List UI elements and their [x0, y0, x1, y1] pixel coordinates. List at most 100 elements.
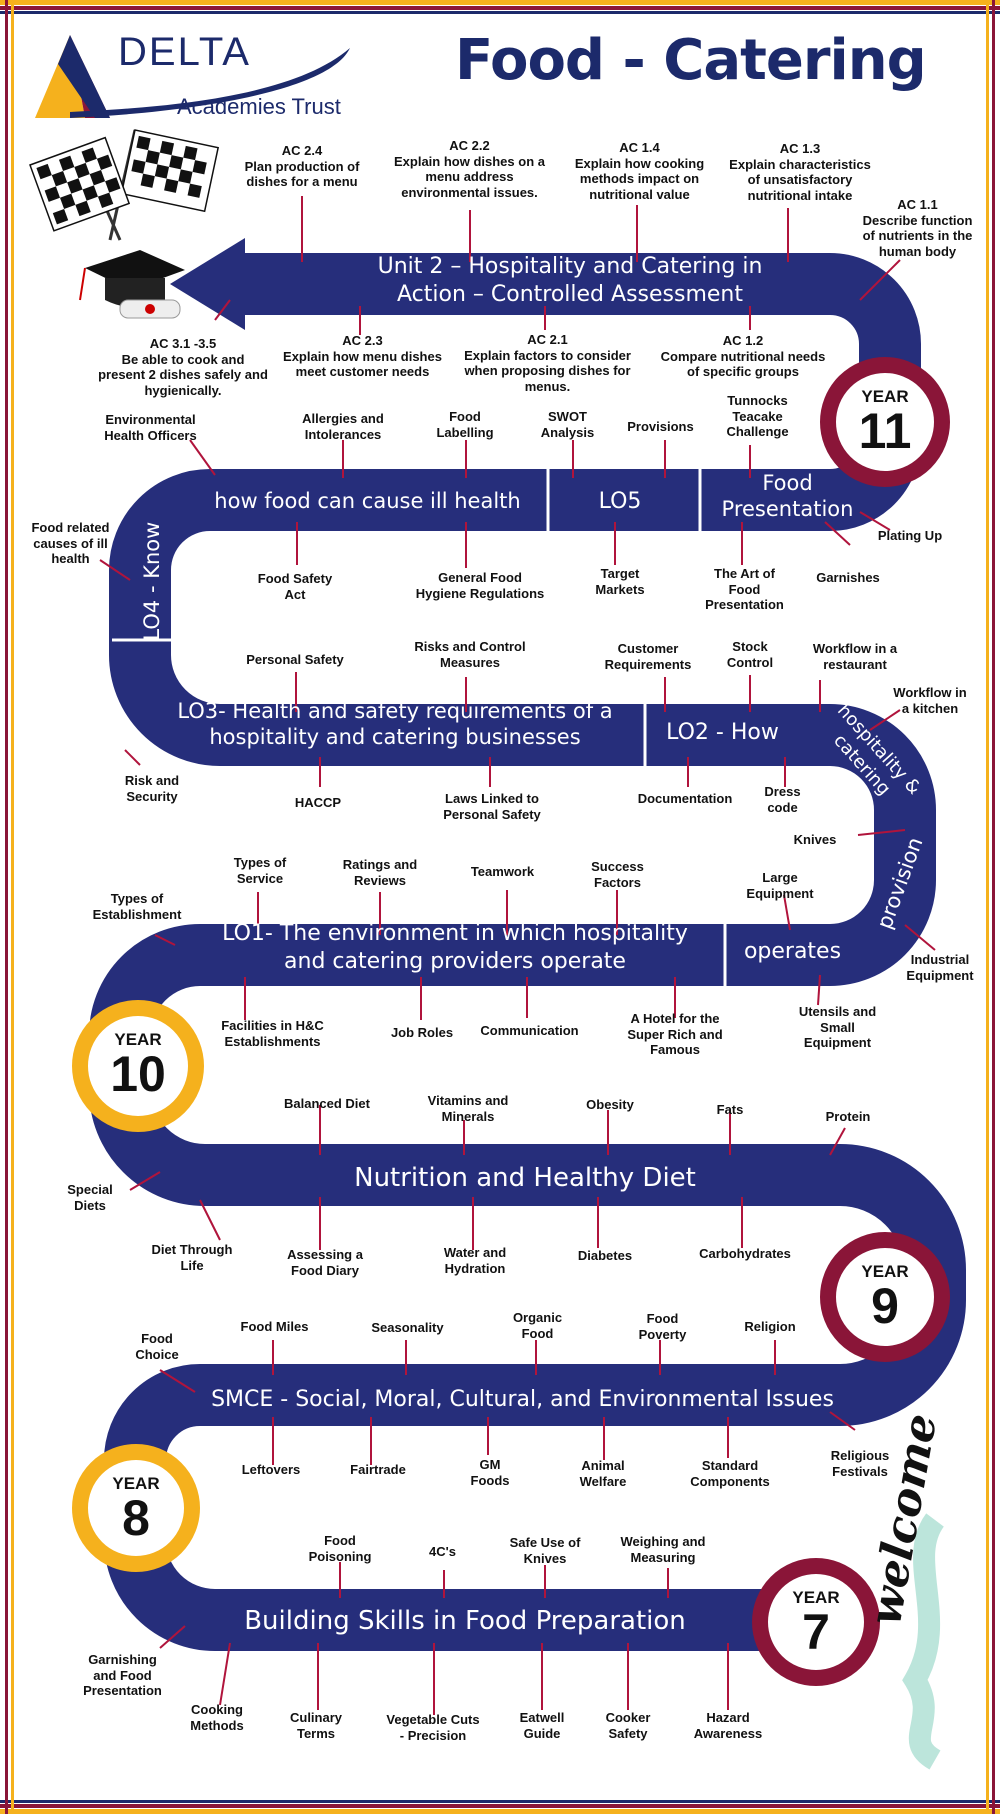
label-fats: Fats: [716, 1102, 744, 1117]
left-border-gold: [11, 0, 14, 1814]
right-border: [992, 0, 995, 1814]
label-vitamins: Vitamins and Minerals: [427, 1093, 509, 1124]
year-9-badge: YEAR 9: [820, 1232, 950, 1362]
label-special-diets: Special Diets: [67, 1182, 113, 1213]
label-water: Water and Hydration: [443, 1245, 507, 1276]
label-eatwell: Eatwell Guide: [519, 1710, 565, 1741]
label-ac31: AC 3.1 -3.5 Be able to cook and present …: [98, 336, 268, 398]
lo4-label: how food can cause ill health: [214, 489, 521, 513]
label-env-health: Environmental Health Officers: [104, 412, 197, 443]
label-standard-components: Standard Components: [690, 1458, 770, 1489]
label-dress-code: Dress code: [764, 784, 801, 815]
label-organic: Organic Food: [512, 1310, 563, 1341]
label-animal-welfare: Animal Welfare: [579, 1458, 627, 1489]
label-gm-foods: GM Foods: [470, 1457, 510, 1488]
year-8-badge: YEAR 8: [72, 1444, 200, 1572]
label-ac23: AC 2.3 Explain how menu dishes meet cust…: [283, 333, 442, 380]
lo4-vertical-label: LO4 - Know: [139, 521, 164, 641]
label-ac21: AC 2.1 Explain factors to consider when …: [464, 332, 631, 394]
label-utensils: Utensils and Small Equipment: [798, 1004, 877, 1051]
label-provisions: Provisions: [627, 419, 694, 434]
pointer-lines: [99, 196, 936, 1715]
label-culinary: Culinary Terms: [289, 1710, 342, 1741]
year-10-badge: YEAR 10: [72, 1000, 204, 1132]
lo5-label: LO5: [598, 489, 642, 514]
label-religious-festivals: Religious Festivals: [830, 1448, 890, 1479]
label-tunnocks: Tunnocks Teacake Challenge: [726, 393, 789, 440]
logo-word: DELTA: [118, 30, 251, 74]
label-target-markets: Target Markets: [595, 566, 645, 597]
year-8-word: YEAR: [112, 1474, 160, 1493]
year-9-number: 9: [871, 1278, 899, 1334]
label-garnishing: Garnishing and Food Presentation: [83, 1652, 162, 1699]
nutrition-label: Nutrition and Healthy Diet: [354, 1163, 696, 1193]
lo3-label: LO3- Health and safety requirements of a…: [177, 699, 613, 750]
delta-logo: [35, 35, 350, 118]
label-ac13: AC 1.3 Explain characteristics of unsati…: [729, 141, 871, 203]
label-4cs: 4C's: [429, 1544, 456, 1559]
smce-label: SMCE - Social, Moral, Cultural, and Envi…: [211, 1387, 834, 1412]
chequered-flags-icon: [29, 129, 220, 241]
operates-label: operates: [743, 939, 842, 964]
year-9-word: YEAR: [861, 1262, 909, 1281]
top-border-navy: [0, 11, 1000, 14]
top-border-maroon: [0, 6, 1000, 10]
skills-label: Building Skills in Food Preparation: [244, 1606, 686, 1636]
label-art-food: The Art of Food Presentation: [705, 566, 784, 613]
label-facilities: Facilities in H&C Establishments: [221, 1018, 324, 1049]
label-carbohydrates: Carbohydrates: [699, 1246, 791, 1261]
label-leftovers: Leftovers: [241, 1462, 301, 1477]
label-food-poisoning: Food Poisoning: [308, 1533, 372, 1564]
label-religion: Religion: [744, 1319, 796, 1334]
welcome-brush-icon: [902, 1513, 945, 1770]
bottom-border-gold: [0, 1809, 1000, 1814]
page-title: Food - Catering: [455, 28, 927, 93]
label-teamwork: Teamwork: [470, 864, 535, 879]
label-food-causes: Food related causes of ill health: [31, 520, 110, 567]
road-arrowhead: [170, 238, 245, 330]
bottom-border-maroon: [0, 1804, 1000, 1808]
unit2-label: Unit 2 – Hospitality and Catering in Act…: [377, 254, 763, 307]
label-diet-through-life: Diet Through Life: [151, 1242, 233, 1273]
label-ac12: AC 1.2 Compare nutritional needs of spec…: [660, 333, 826, 380]
label-balanced-diet: Balanced Diet: [284, 1096, 370, 1111]
year-11-number: 11: [858, 403, 912, 459]
label-industrial: Industrial Equipment: [906, 952, 974, 983]
label-communication: Communication: [480, 1023, 579, 1038]
label-obesity: Obesity: [586, 1097, 634, 1112]
label-ratings: Ratings and Reviews: [342, 857, 418, 888]
graduation-cap-icon: [79, 250, 185, 319]
label-customer-req: Customer Requirements: [604, 641, 692, 672]
label-weighing: Weighing and Measuring: [620, 1534, 706, 1565]
label-seasonality: Seasonality: [371, 1320, 444, 1335]
label-risks-control: Risks and Control Measures: [414, 639, 526, 670]
label-risk-security: Risk and Security: [124, 773, 180, 804]
year-7-badge: YEAR 7: [752, 1558, 880, 1686]
label-hotel: A Hotel for the Super Rich and Famous: [627, 1011, 723, 1058]
lo1-label: LO1- The environment in which hospitalit…: [222, 921, 688, 974]
label-workflow-restaurant: Workflow in a restaurant: [812, 641, 898, 672]
year-8-number: 8: [122, 1490, 150, 1546]
label-documentation: Documentation: [637, 791, 733, 806]
label-laws: Laws Linked to Personal Safety: [443, 791, 541, 822]
year-10-number: 10: [110, 1046, 166, 1102]
label-haccp: HACCP: [294, 795, 342, 810]
label-knives: Knives: [793, 832, 837, 847]
label-vegetable-cuts: Vegetable Cuts - Precision: [386, 1712, 480, 1743]
top-border-gold: [0, 0, 1000, 5]
label-plating-up: Plating Up: [877, 528, 943, 543]
food-presentation-label: Food Presentation: [721, 471, 854, 522]
label-ac11: AC 1.1 Describe function of nutrients in…: [862, 197, 973, 259]
label-ac24: AC 2.4 Plan production of dishes for a m…: [244, 143, 360, 190]
label-fairtrade: Fairtrade: [350, 1462, 406, 1477]
label-cooker-safety: Cooker Safety: [605, 1710, 651, 1741]
label-protein: Protein: [825, 1109, 871, 1124]
label-food-labelling: Food Labelling: [436, 409, 494, 440]
label-safe-knives: Safe Use of Knives: [509, 1535, 581, 1566]
year-10-word: YEAR: [114, 1030, 162, 1049]
year-7-word: YEAR: [792, 1588, 840, 1607]
label-general-hygiene: General Food Hygiene Regulations: [415, 570, 545, 601]
label-food-choice: Food Choice: [135, 1331, 179, 1362]
year-7-number: 7: [802, 1604, 830, 1660]
